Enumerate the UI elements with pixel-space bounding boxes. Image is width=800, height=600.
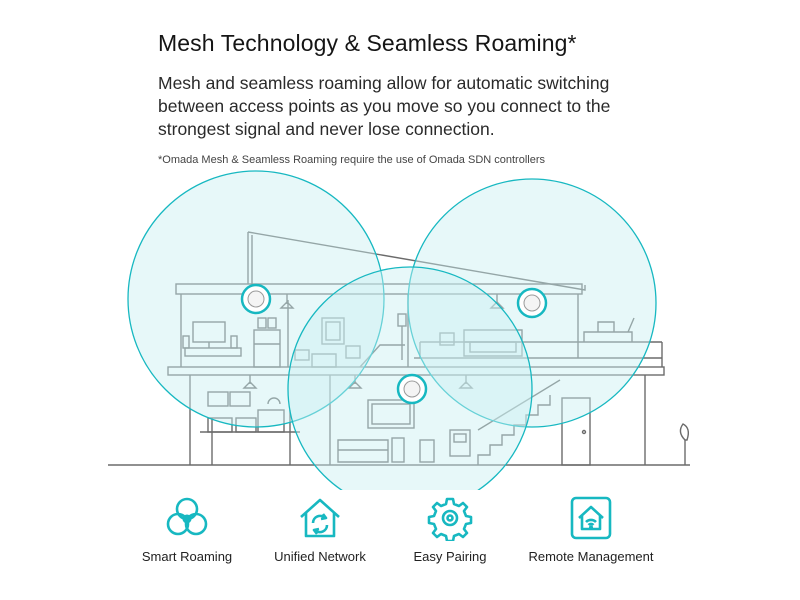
access-point-center bbox=[396, 373, 428, 405]
house-mesh-illustration bbox=[108, 170, 690, 490]
access-point-right bbox=[516, 287, 548, 319]
smart-roaming-icon bbox=[166, 497, 208, 536]
feature-easy-pairing: Easy Pairing bbox=[370, 495, 530, 564]
feature-label: Unified Network bbox=[274, 549, 366, 564]
feature-label: Remote Management bbox=[528, 549, 654, 564]
footnote-text: *Omada Mesh & Seamless Roaming require t… bbox=[158, 154, 546, 166]
wifi-coverage-areas bbox=[127, 170, 657, 490]
feature-list: Smart Roaming Unified Network Easy Pairi… bbox=[0, 495, 800, 575]
feature-label: Easy Pairing bbox=[413, 549, 487, 564]
feature-remote-management: Remote Management bbox=[511, 495, 671, 564]
feature-smart-roaming: Smart Roaming bbox=[107, 495, 267, 564]
easy-pairing-icon bbox=[427, 497, 473, 541]
unified-network-icon bbox=[300, 498, 340, 538]
access-point-left bbox=[240, 283, 272, 315]
house-line-art bbox=[108, 231, 690, 466]
page-title: Mesh Technology & Seamless Roaming* bbox=[158, 30, 577, 56]
feature-unified-network: Unified Network bbox=[240, 495, 400, 564]
description-text: Mesh and seamless roaming allow for auto… bbox=[158, 73, 611, 139]
feature-label: Smart Roaming bbox=[141, 549, 233, 564]
remote-management-icon bbox=[570, 496, 612, 540]
